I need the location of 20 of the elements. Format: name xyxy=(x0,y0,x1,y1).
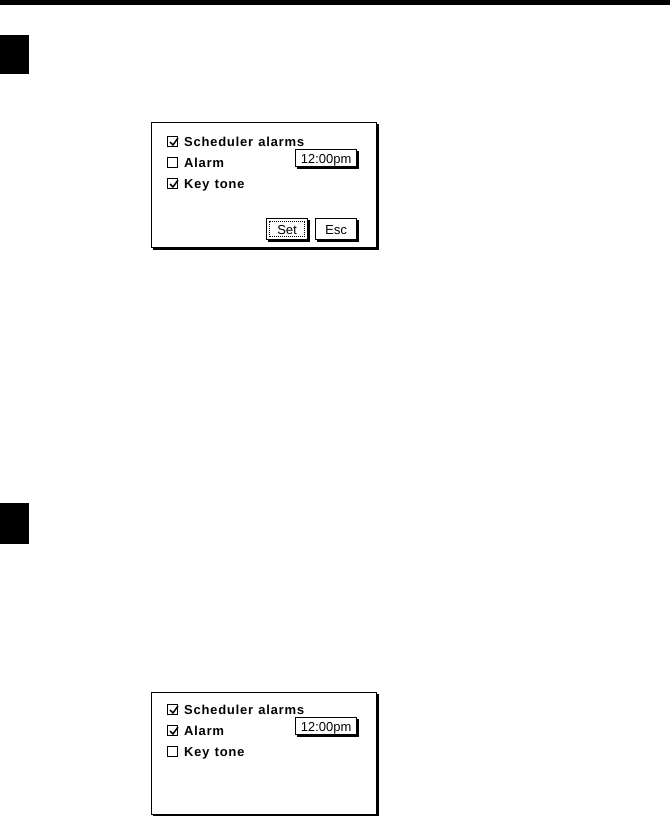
checkbox xyxy=(167,157,178,168)
option-label: Scheduler alarms xyxy=(184,135,305,148)
checked-checkbox xyxy=(167,725,178,736)
checked-checkbox xyxy=(167,704,178,715)
dialog-button: Esc xyxy=(315,218,357,240)
time-field: 12:00pm xyxy=(295,149,357,167)
time-field: 12:00pm xyxy=(295,717,357,735)
option-label: Alarm xyxy=(184,156,225,169)
option-label: Alarm xyxy=(184,724,225,737)
checked-checkbox xyxy=(167,136,178,147)
checkbox xyxy=(167,746,178,757)
dialog-button: Set xyxy=(266,218,308,240)
option-label: Scheduler alarms xyxy=(184,703,305,716)
option-label: Key tone xyxy=(184,177,246,190)
checked-checkbox xyxy=(167,178,178,189)
dialog-panel xyxy=(151,692,377,815)
option-label: Key tone xyxy=(184,745,246,758)
step-marker xyxy=(0,35,29,74)
dialog-panel xyxy=(151,122,377,248)
step-marker xyxy=(0,503,29,544)
